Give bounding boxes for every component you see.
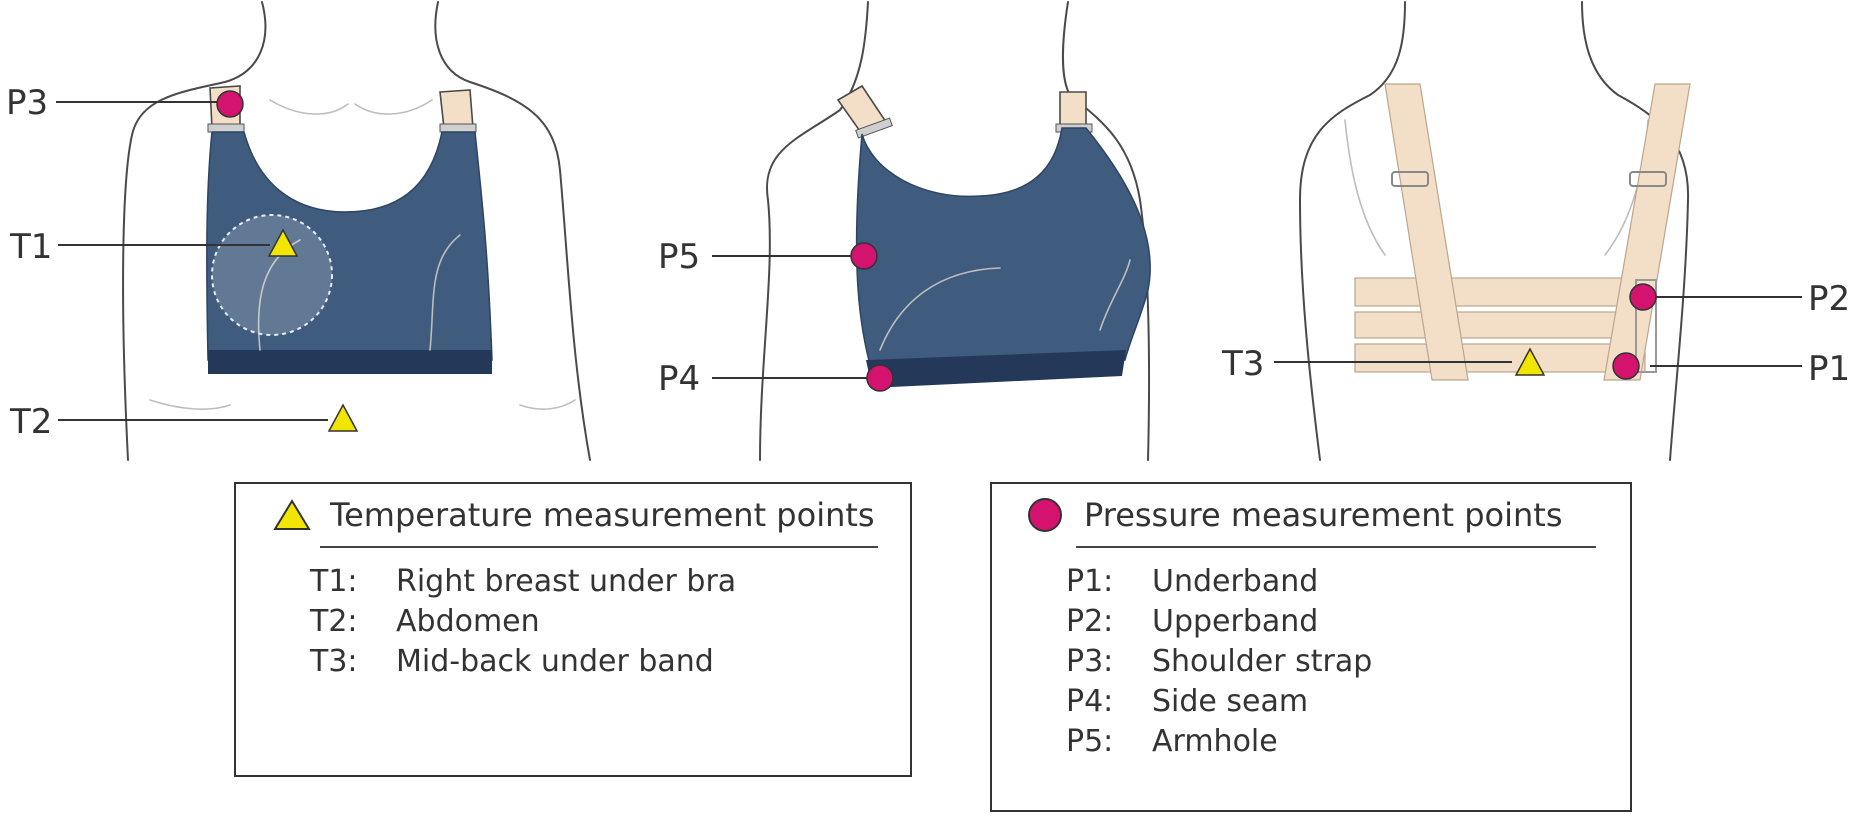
pressure-marker-p4 [866, 364, 894, 392]
back-right-strap [1603, 83, 1691, 381]
front-strap-buckle [207, 123, 245, 133]
view-label-t2: T2 [9, 402, 52, 442]
legend-item-t3: T3:Mid-back under band [310, 644, 714, 679]
temperature-legend-divider [320, 546, 878, 548]
circle-icon [1028, 498, 1062, 532]
temperature-marker-t2 [327, 403, 359, 432]
legend-item-p3: P3:Shoulder strap [1066, 644, 1373, 679]
markers [216, 90, 1657, 432]
front-body-outline-right [434, 1, 591, 461]
side-view [759, 1, 1151, 461]
pressure-marker-p5 [850, 242, 878, 270]
temperature-legend: Temperature measurement points T1:Right … [234, 482, 912, 777]
pressure-legend-divider [1076, 546, 1596, 548]
temperature-marker-t1 [267, 228, 299, 257]
pressure-marker-p1 [1612, 352, 1640, 380]
back-hook-column [1635, 279, 1657, 373]
legend-item-p4: P4:Side seam [1066, 684, 1309, 719]
front-underband [208, 350, 492, 374]
pressure-legend: Pressure measurement points P1:Underband… [990, 482, 1632, 812]
back-upperband [1354, 277, 1646, 307]
annotations: P3 T1 T2 P5 P4 P2 T3 P1 [6, 83, 1850, 442]
front-right-strap [439, 89, 474, 129]
back-underband [1354, 343, 1646, 373]
side-bra-body [855, 127, 1151, 373]
back-body-outline-right [1581, 1, 1690, 461]
pressure-legend-list: P1:Underband P2:Upperband P3:Shoulder st… [1066, 562, 1372, 762]
legend-item-t1: T1:Right breast under bra [310, 564, 737, 599]
temperature-legend-list: T1:Right breast under bra T2:Abdomen T3:… [310, 562, 736, 682]
view-label-p1: P1 [1808, 349, 1850, 389]
back-body-outline [1299, 1, 1406, 461]
front-body-outline [122, 1, 267, 461]
view-label-p2: P2 [1808, 279, 1850, 319]
front-bra-body [206, 131, 493, 361]
view-label-t1: T1 [9, 227, 52, 267]
back-view [1299, 1, 1691, 461]
view-label-p3: P3 [6, 83, 48, 123]
back-middleband [1354, 311, 1646, 339]
side-right-strap [1059, 91, 1087, 127]
legend-item-t2: T2:Abdomen [310, 604, 540, 639]
back-left-strap [1384, 83, 1469, 381]
pressure-legend-title: Pressure measurement points [1084, 496, 1563, 534]
side-underband [866, 350, 1126, 388]
legend-item-p1: P1:Underband [1066, 564, 1319, 599]
front-collarbone [269, 99, 349, 115]
view-label-p4: P4 [658, 359, 700, 399]
legend-item-p2: P2:Upperband [1066, 604, 1319, 639]
side-back-outline [1062, 1, 1151, 461]
view-label-t3: T3 [1221, 344, 1264, 384]
front-view [122, 1, 591, 461]
view-label-p5: P5 [658, 237, 700, 277]
t1-region-circle [211, 214, 333, 336]
legend-item-p5: P5:Armhole [1066, 724, 1278, 759]
pressure-marker-p2 [1629, 283, 1657, 311]
pressure-marker-p3 [216, 90, 244, 118]
temperature-legend-title: Temperature measurement points [330, 496, 875, 534]
temperature-marker-t3 [1514, 347, 1546, 376]
temperature-legend-header: Temperature measurement points [272, 496, 875, 534]
pressure-legend-header: Pressure measurement points [1028, 496, 1563, 534]
side-body-outline [759, 1, 869, 461]
triangle-icon [273, 499, 311, 530]
